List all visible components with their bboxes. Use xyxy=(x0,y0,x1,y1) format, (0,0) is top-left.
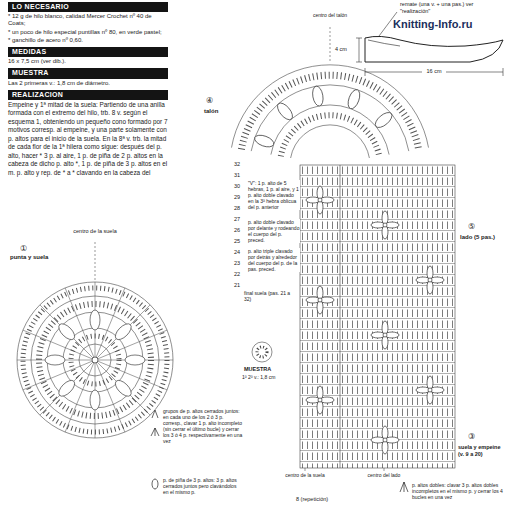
chart-label: centro de la suela xyxy=(55,228,135,235)
header-text: REALIZACION xyxy=(12,91,164,99)
instructions-text: Empeine y 1ª mitad de la suela: Partiend… xyxy=(8,101,170,177)
callout-number: ⑤ xyxy=(468,222,480,232)
chart-label: centro de la suela xyxy=(283,472,327,478)
row-number: 29 xyxy=(222,194,240,201)
chart-title: lado (5 pas.) xyxy=(460,234,506,241)
chart-label: final suela (pas. 21 a 32) xyxy=(244,290,298,302)
section-header: LO NECESARIO xyxy=(8,2,168,12)
dimension: 4 cm xyxy=(335,46,357,53)
row-number: 24 xyxy=(222,249,240,256)
row-number: 31 xyxy=(222,172,240,179)
symbol-legend: p. alto doble clavado por delante y rode… xyxy=(248,219,300,243)
row-number: 27 xyxy=(222,216,240,223)
header-text: LO NECESARIO xyxy=(12,3,164,11)
section-header: REALIZACION xyxy=(8,90,168,100)
sample-title: MUESTRA xyxy=(244,366,284,373)
row-number: 28 xyxy=(222,205,240,212)
row-number: 26 xyxy=(222,227,240,234)
callout-number: ① xyxy=(20,244,32,254)
body-text: * ganchillo de acero nº 0,60. xyxy=(8,37,170,44)
chart-title: punta y suela xyxy=(10,254,70,261)
row-number: 21 xyxy=(222,282,240,289)
chart-label: 8 (repetición) xyxy=(296,496,366,503)
row-number: 22 xyxy=(222,271,240,278)
section-header: MEDIDAS xyxy=(8,47,168,57)
sample-label: 1ª 2ª v.: 1,8 cm xyxy=(242,374,298,380)
body-text: * 12 g de hilo blanco, calidad Mercer Cr… xyxy=(8,13,170,27)
dimension: 16 cm xyxy=(422,68,446,75)
section-header: MUESTRA xyxy=(8,68,168,78)
body-text: 16 x 7,5 cm (ver dib.). xyxy=(8,58,170,65)
header-text: MUESTRA xyxy=(12,69,164,77)
chart-note: remate (una v. + una pas.) ver "realizac… xyxy=(400,1,484,14)
row-number: 30 xyxy=(222,183,240,190)
chart-title: talón xyxy=(204,108,228,115)
row-number: 23 xyxy=(222,260,240,267)
symbol-legend: p. altos dobles: clavar 3 p. altos doble… xyxy=(412,482,508,500)
chart-label: centro del lado xyxy=(362,472,406,478)
body-text: Las 2 primeras v.: 1,8 cm de diámetro. xyxy=(8,80,170,87)
header-text: MEDIDAS xyxy=(12,48,164,56)
symbol-legend: "V": 1 p. alto de 5 hebras, 1 p. al aire… xyxy=(248,180,300,210)
symbol-legend: grupos de p. altos cerrados juntos: en c… xyxy=(163,408,243,444)
callout-number: ④ xyxy=(206,96,218,106)
symbol-legend: p. de piña de 3 p. altos: 3 p. altos cer… xyxy=(163,477,243,495)
watermark: Knitting-Info.ru xyxy=(393,18,509,31)
chart-label: centro del talón xyxy=(308,12,352,18)
row-number: 32 xyxy=(222,161,240,168)
chart-title: suela y empeine (v. 9 a 20) xyxy=(458,444,508,457)
body-text: * un poco de hilo especial puntillas nº … xyxy=(8,29,170,36)
symbol-legend: p. alto triple clavado por detrás y alre… xyxy=(248,248,300,272)
callout-number: ③ xyxy=(468,432,480,442)
row-number: 25 xyxy=(222,238,240,245)
